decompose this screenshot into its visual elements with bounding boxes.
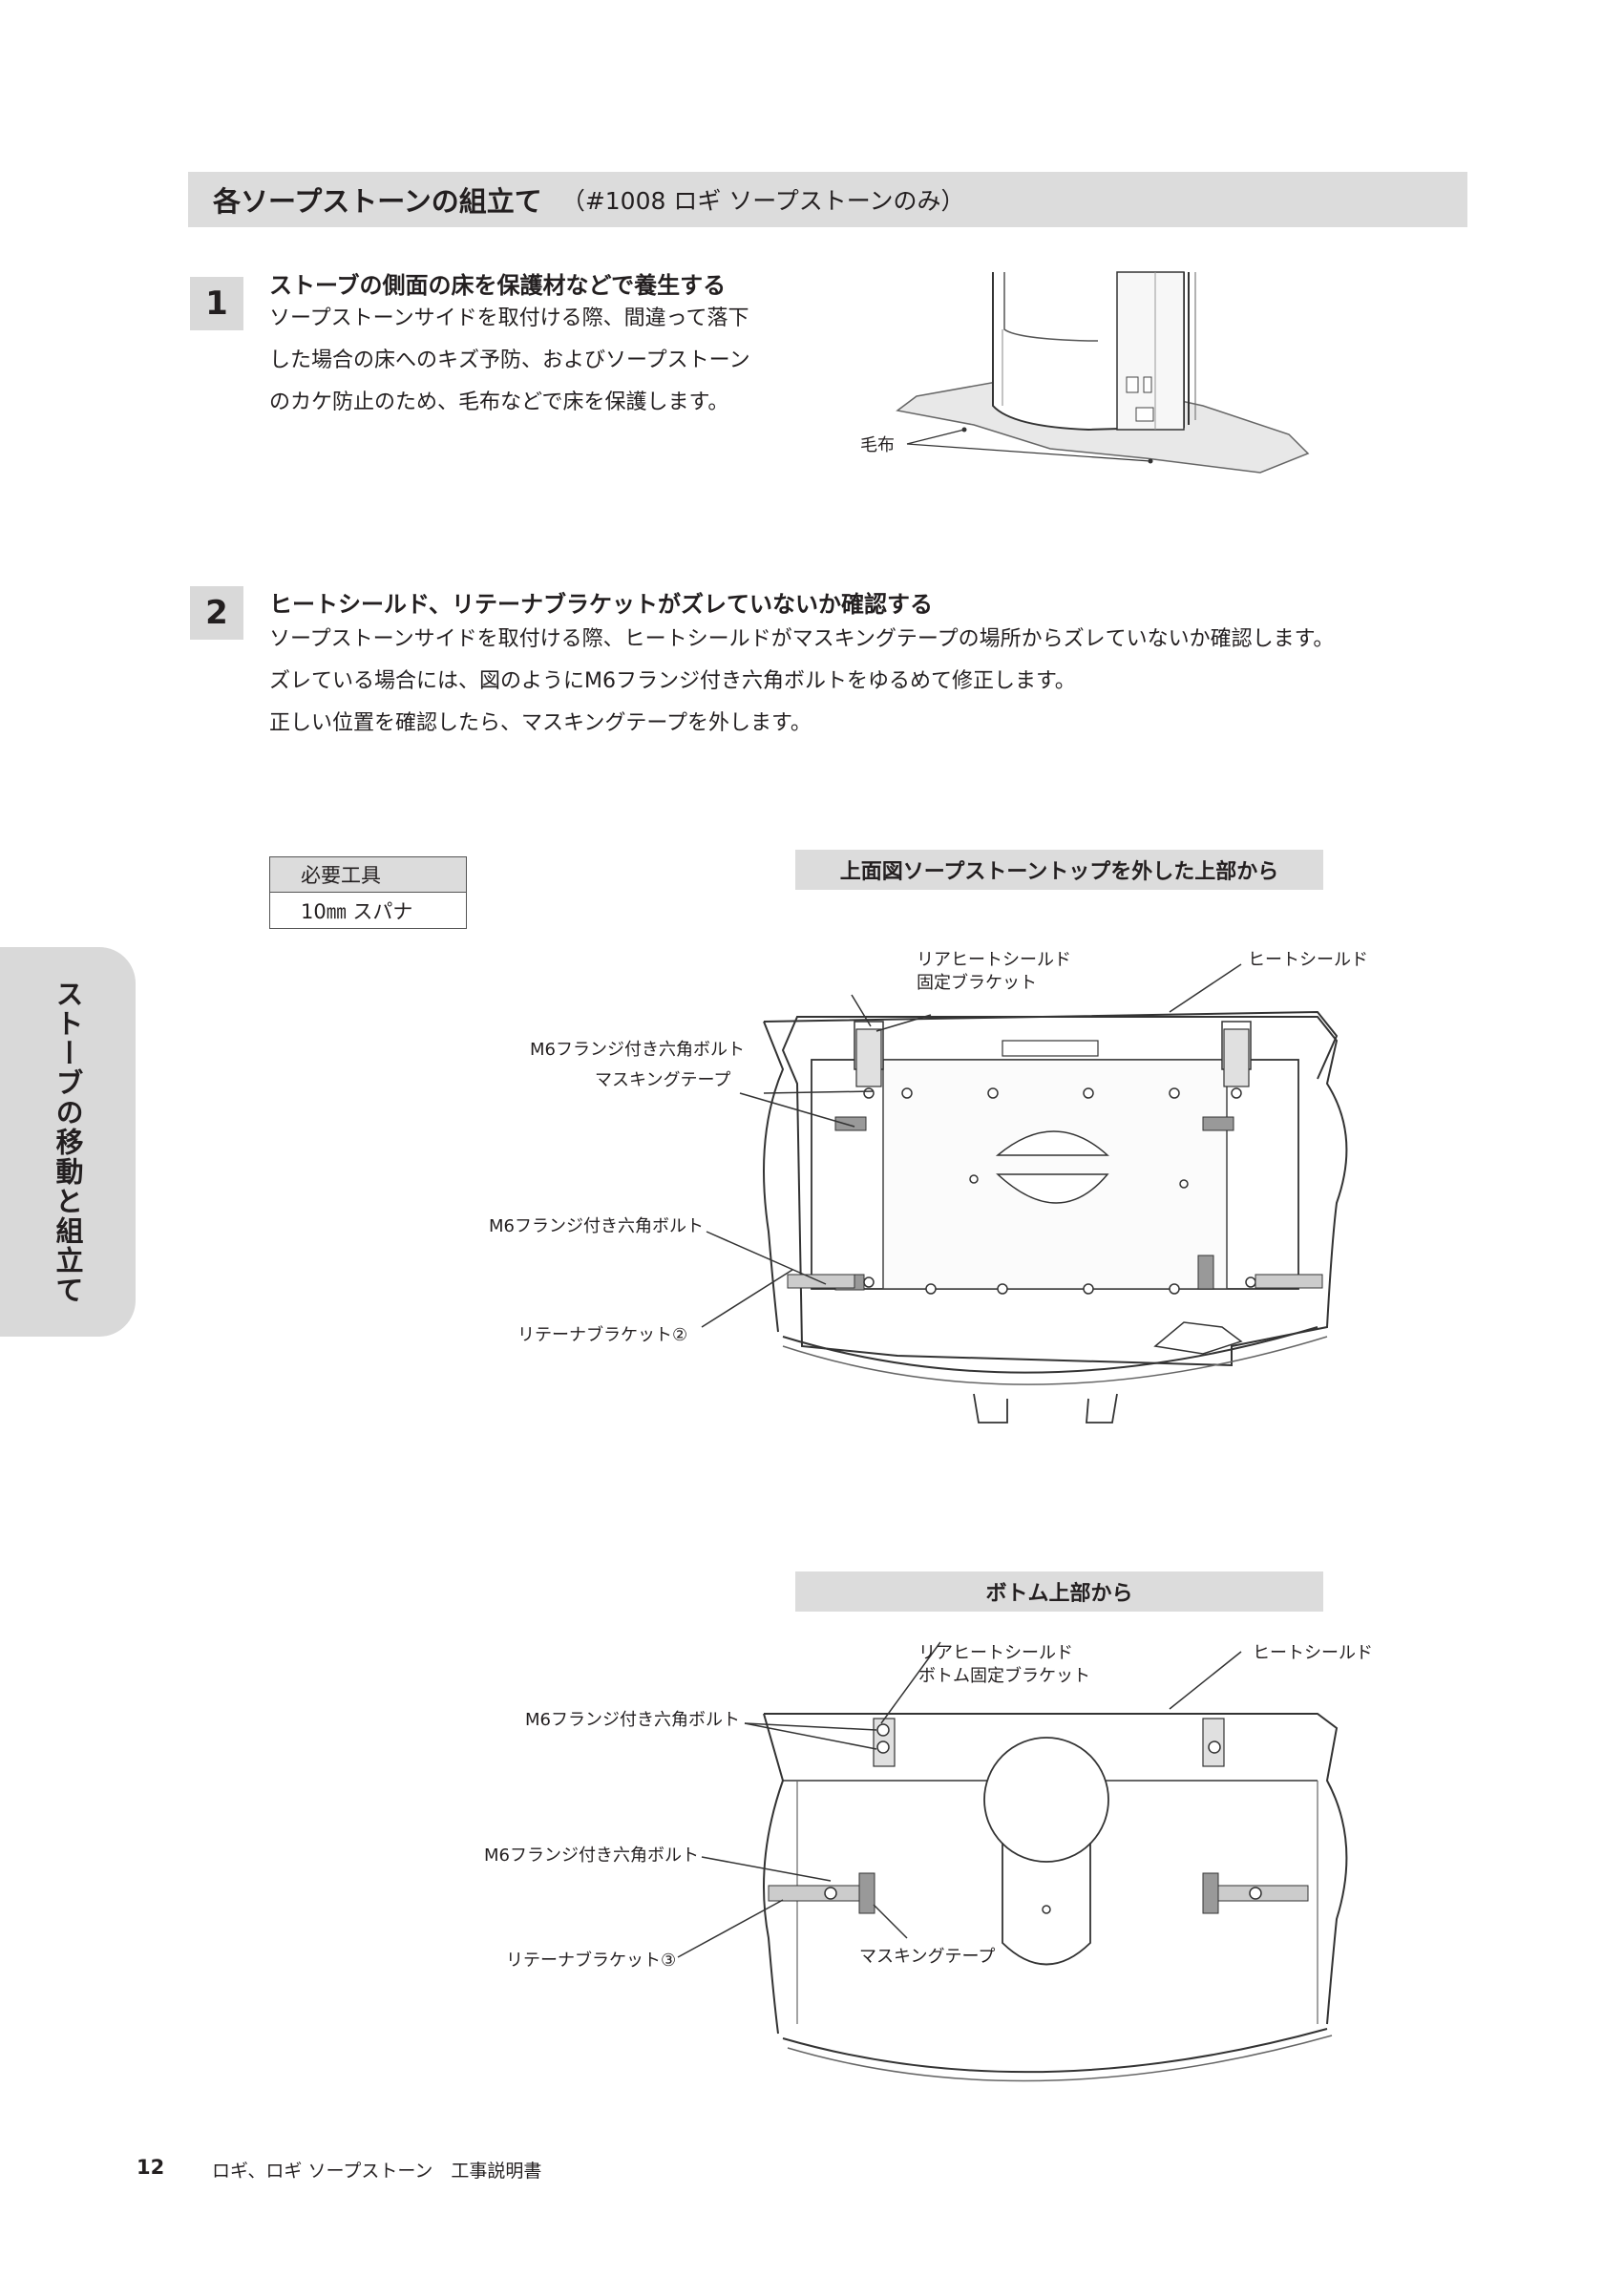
blanket-label: 毛布 — [860, 435, 895, 455]
tool-table-header: 必要工具 — [270, 857, 466, 893]
step-2-body: ソープストーンサイドを取付ける際、ヒートシールドがマスキングテープの場所からズレ… — [269, 619, 1334, 745]
view-1-retainer-label: リテーナブラケット② — [517, 1325, 688, 1345]
tool-table: 必要工具 10㎜ スパナ — [269, 856, 467, 929]
tool-table-value: 10㎜ スパナ — [301, 899, 413, 923]
label-line: 固定ブラケット — [917, 973, 1037, 993]
page-number: 12 — [137, 2156, 165, 2179]
step-2-line: 正しい位置を確認したら、マスキングテープを外します。 — [269, 711, 812, 735]
label-line: リアヒートシールド — [917, 950, 1071, 970]
step-2-line: ズレている場合には、図のようにM6フランジ付き六角ボルトをゆるめて修正します。 — [269, 669, 1076, 693]
view-2-masking-label: マスキングテープ — [859, 1947, 996, 1967]
step-1-line: ソープストーンサイドを取付ける際、間違って落下 — [269, 306, 749, 330]
chapter-side-tab-label: ストーブの移動と組立て — [52, 979, 84, 1305]
step-1-line: のカケ防止のため、毛布などで床を保護します。 — [269, 390, 729, 414]
section-header: 各ソープストーンの組立て （#1008 ロギ ソープストーンのみ） — [188, 172, 1467, 227]
step-1-heading: ストーブの側面の床を保護材などで養生する — [269, 272, 727, 299]
step-2-heading: ヒートシールド、リテーナブラケットがズレていないか確認する — [269, 591, 934, 618]
view-1-bolt-upper-label: M6フランジ付き六角ボルト — [530, 1040, 745, 1060]
view-1-masking-label: マスキングテープ — [595, 1070, 731, 1090]
step-1-line: した場合の床へのキズ予防、およびソープストーン — [269, 348, 750, 372]
view-1-bolt-lower-label: M6フランジ付き六角ボルト — [489, 1216, 704, 1236]
section-title: 各ソープストーンの組立て — [213, 185, 542, 218]
label-line: リアヒートシールド — [918, 1643, 1073, 1663]
view-2-bolt-upper-label: M6フランジ付き六角ボルト — [525, 1710, 740, 1730]
view-2-retainer-label: リテーナブラケット③ — [506, 1951, 677, 1971]
view-2-bolt-lower-label: M6フランジ付き六角ボルト — [484, 1846, 699, 1866]
label-line: ボトム固定ブラケット — [918, 1666, 1090, 1686]
view-1-title: 上面図ソープストーントップを外した上部から — [795, 850, 1323, 890]
step-2-line: ソープストーンサイドを取付ける際、ヒートシールドがマスキングテープの場所からズレ… — [269, 627, 1335, 651]
view-2-title: ボトム上部から — [795, 1571, 1323, 1612]
stove-blanket-figure — [896, 271, 1310, 474]
step-2-number: 2 — [190, 586, 243, 640]
view-1-rear-bracket-label: リアヒートシールド 固定ブラケット — [917, 949, 1071, 995]
top-view-diagram — [701, 963, 1348, 1424]
view-2-heat-shield-label: ヒートシールド — [1253, 1643, 1373, 1663]
section-subtitle: （#1008 ロギ ソープストーンのみ） — [560, 187, 965, 215]
bottom-view-diagram — [677, 1641, 1348, 2082]
step-1-body: ソープストーンサイドを取付ける際、間違って落下 した場合の床へのキズ予防、および… — [269, 298, 750, 424]
view-2-rear-bracket-label: リアヒートシールド ボトム固定ブラケット — [918, 1642, 1090, 1688]
step-1-number: 1 — [190, 277, 243, 330]
view-1-heat-shield-label: ヒートシールド — [1248, 950, 1368, 970]
footer-title: ロギ、ロギ ソープストーン 工事説明書 — [212, 2161, 542, 2182]
chapter-side-tab[interactable]: ストーブの移動と組立て — [0, 947, 136, 1337]
